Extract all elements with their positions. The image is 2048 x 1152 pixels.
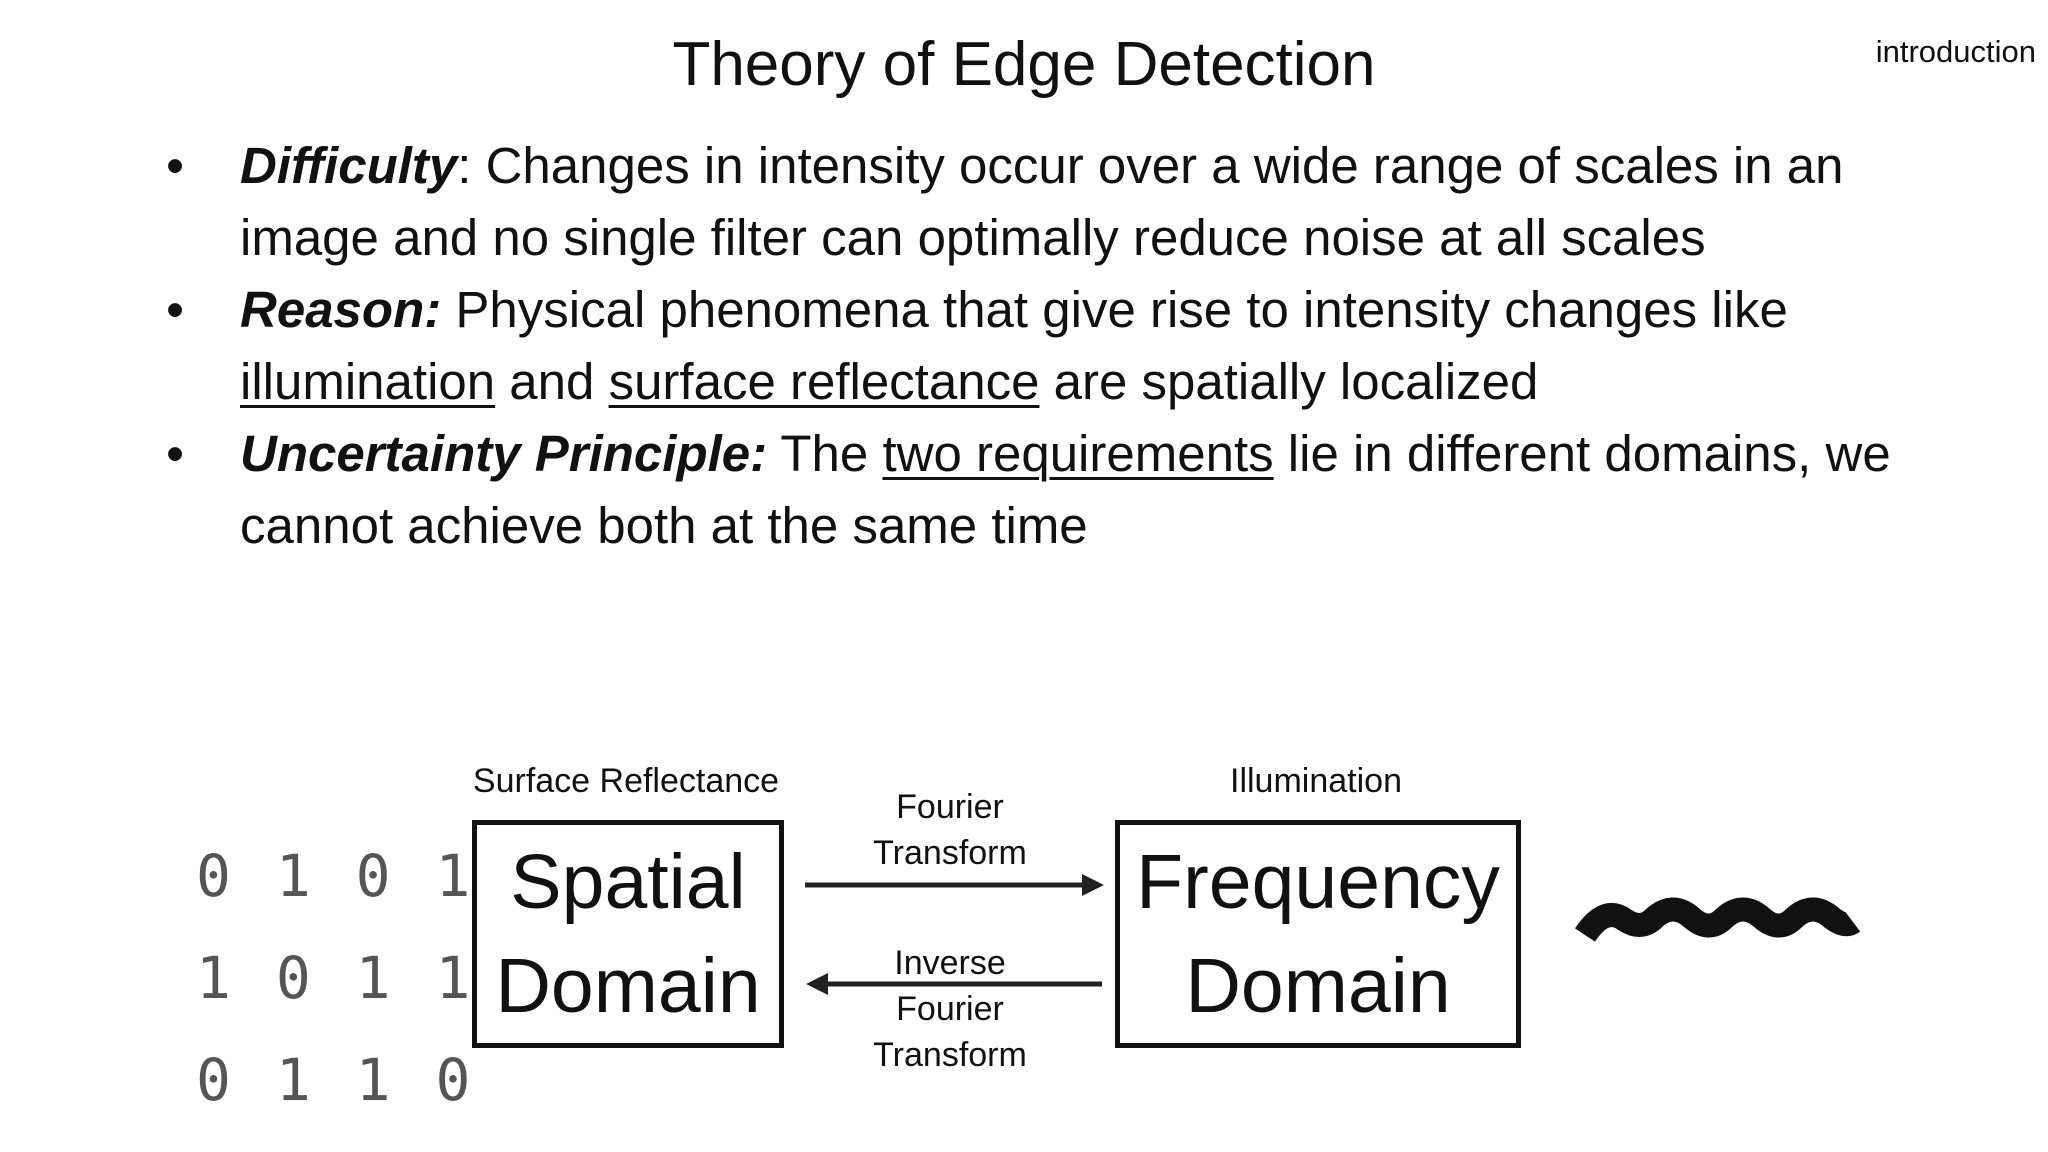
spatial-domain-box: Spatial Domain xyxy=(472,820,784,1048)
binary-row: 0 1 1 0 xyxy=(196,1046,473,1114)
bullet-term: Difficulty xyxy=(240,137,458,194)
bullet-term: Uncertainty Principle: xyxy=(240,425,768,482)
bullet-term-suffix: : xyxy=(457,137,486,194)
slide-title: Theory of Edge Detection xyxy=(672,30,1376,99)
bullet-text: Physical phenomena that give rise to int… xyxy=(441,281,1788,338)
underlined-illumination: illumination xyxy=(240,353,496,410)
bullet-text: are spatially localized xyxy=(1039,353,1539,410)
forward-arrow xyxy=(805,874,1104,896)
bullet-marker: • xyxy=(166,281,184,338)
bullet-term: Reason: xyxy=(240,281,442,338)
bullet-list: • Difficulty: Changes in intensity occur… xyxy=(160,130,1920,562)
binary-row: 0 1 0 1 xyxy=(196,842,473,910)
bullet-marker: • xyxy=(166,137,184,194)
frequency-caption: Illumination xyxy=(1230,762,1402,800)
bullet-text: The xyxy=(767,425,883,482)
spatial-caption: Surface Reflectance xyxy=(472,762,780,800)
binary-matrix: 0 1 0 1 1 0 1 1 0 1 1 0 xyxy=(196,825,472,1131)
bullet-difficulty: • Difficulty: Changes in intensity occur… xyxy=(160,130,1920,274)
label-line: Inverse xyxy=(894,944,1006,982)
bullet-text: lie in different domains, we cannot achi… xyxy=(240,425,1891,554)
bullet-marker: • xyxy=(166,425,184,482)
bullet-text: and xyxy=(495,353,609,410)
sine-wave-icon xyxy=(1575,897,1861,943)
underlined-two-requirements: two requirements xyxy=(882,425,1274,482)
spatial-box-line2: Domain xyxy=(495,943,761,1029)
label-line: Transform xyxy=(873,834,1027,872)
fourier-transform-label: Fourier Transform xyxy=(830,784,1070,876)
label-line: Transform xyxy=(873,1036,1027,1074)
frequency-box-line1: Frequency xyxy=(1136,839,1500,925)
frequency-box-line2: Domain xyxy=(1185,943,1451,1029)
label-line: Fourier xyxy=(896,990,1004,1028)
bullet-uncertainty: • Uncertainty Principle: The two require… xyxy=(160,418,1920,562)
inverse-arrow xyxy=(806,973,1102,995)
section-tag: introduction xyxy=(1875,34,2036,69)
spatial-box-line1: Spatial xyxy=(510,839,746,925)
inverse-fourier-transform-label: Inverse Fourier Transform xyxy=(830,940,1070,1078)
bullet-text: Changes in intensity occur over a wide r… xyxy=(240,137,1844,266)
frequency-domain-box: Frequency Domain xyxy=(1115,820,1521,1048)
binary-row: 1 0 1 1 xyxy=(196,944,473,1012)
underlined-surface-reflectance: surface reflectance xyxy=(608,353,1040,410)
bullet-reason: • Reason: Physical phenomena that give r… xyxy=(160,274,1920,418)
label-line: Fourier xyxy=(896,788,1004,826)
